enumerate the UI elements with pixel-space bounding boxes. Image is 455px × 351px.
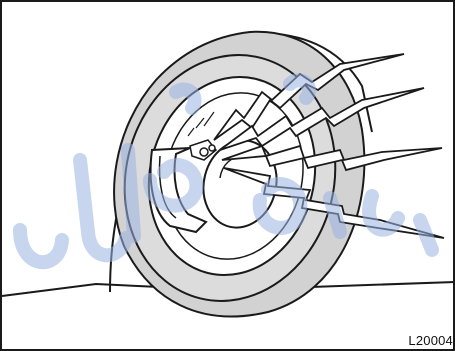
figure-code-label: L20004 [408,333,453,348]
